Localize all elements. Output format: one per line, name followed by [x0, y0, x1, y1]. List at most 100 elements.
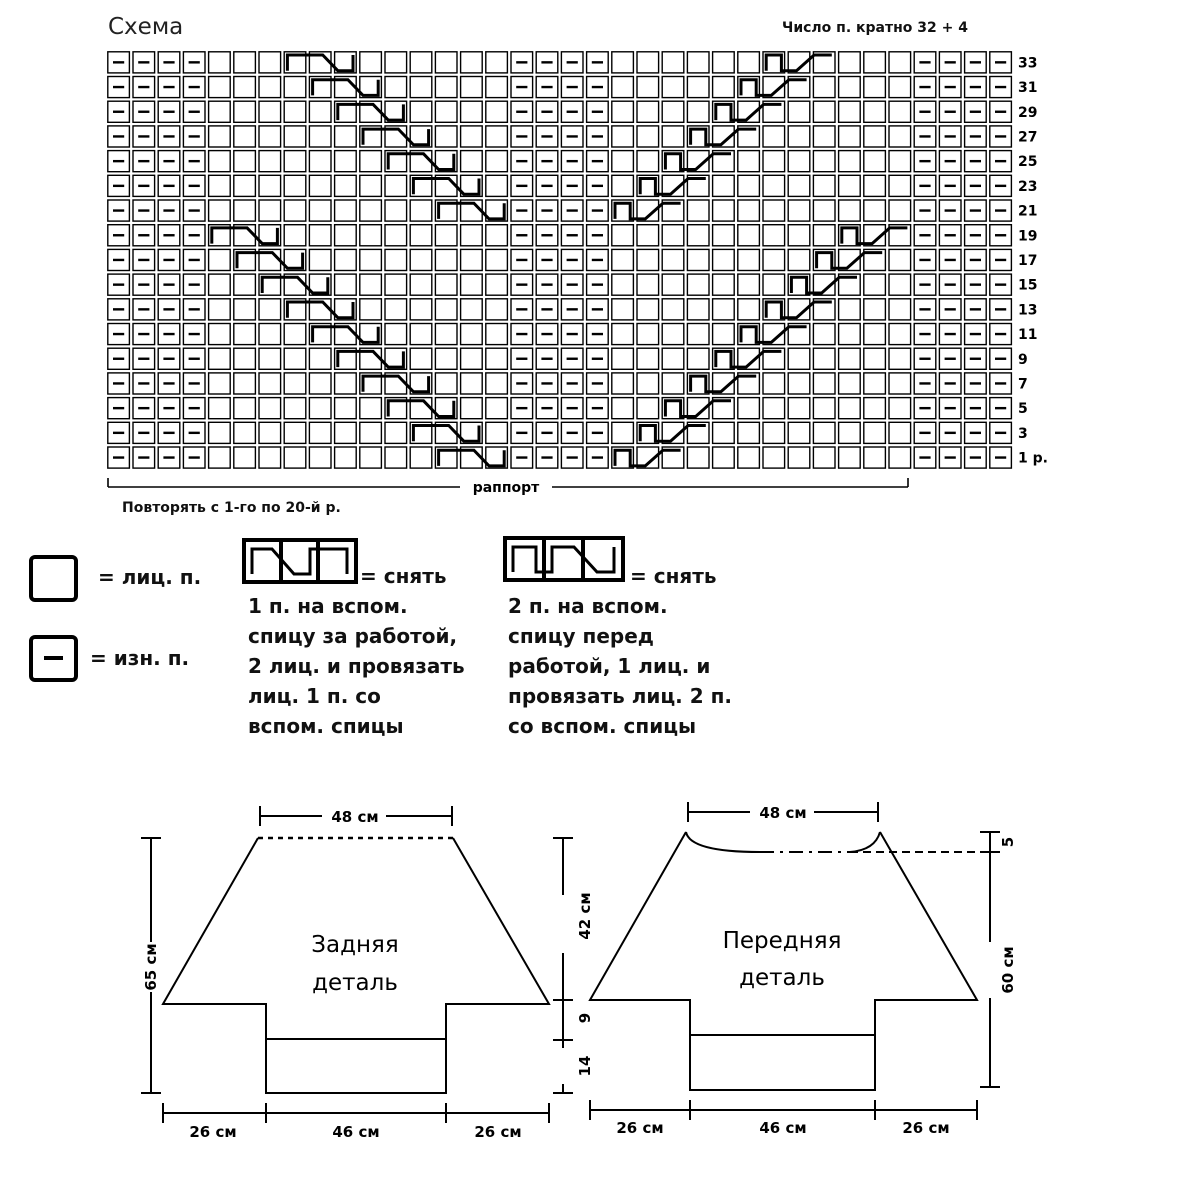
knit-cell: [459, 51, 483, 74]
knit-cell: [812, 446, 836, 469]
knit-cell: [434, 322, 458, 346]
knit-cell: [258, 100, 282, 123]
cable-symbol: [689, 127, 757, 147]
knit-cell: [233, 149, 257, 173]
knit-cell: [485, 322, 509, 346]
purl-cell: [963, 149, 987, 173]
purl-cell: [157, 347, 181, 371]
knit-cell: [661, 223, 685, 247]
knit-cell: [283, 51, 307, 74]
knit-cell: [409, 174, 433, 198]
knit-cell: [762, 100, 786, 123]
knit-cell: [207, 273, 231, 296]
purl-cell: [989, 100, 1013, 123]
purl-legend-text: = изн. п.: [90, 646, 190, 670]
knit-cell: [611, 322, 635, 346]
stitch-multiple-note: Число п. кратно 32 + 4: [782, 20, 968, 36]
purl-cell: [132, 51, 156, 74]
knit-cell: [459, 273, 483, 296]
knit-cell: [258, 199, 282, 222]
purl-cell: [989, 347, 1013, 371]
purl-cell: [107, 372, 131, 395]
purl-cell: [157, 322, 181, 346]
row-label: 3: [1018, 426, 1028, 442]
knit-cell: [207, 372, 231, 395]
knit-cell: [333, 149, 357, 173]
knit-cell: [485, 174, 509, 198]
knit-cell: [737, 298, 761, 321]
knit-cell: [686, 199, 710, 222]
knit-cell: [384, 149, 408, 173]
knit-cell: [762, 248, 786, 272]
row-label: 33: [1018, 55, 1037, 71]
back-top-width: 48 см: [331, 808, 378, 826]
knit-cell: [258, 51, 282, 74]
knit-cell: [384, 223, 408, 247]
knit-cell: [333, 100, 357, 123]
knit-cell: [308, 273, 332, 296]
cable-symbol: [361, 374, 431, 394]
knit-cell: [812, 248, 836, 272]
row-label: 29: [1018, 105, 1037, 121]
knit-cell: [308, 347, 332, 371]
knit-cell: [762, 199, 786, 222]
cable-symbol: [638, 424, 706, 443]
purl-cell: [913, 223, 937, 247]
knit-cell: [787, 273, 811, 296]
knit-cell: [258, 322, 282, 346]
purl-cell: [913, 372, 937, 395]
knit-cell: [636, 322, 660, 346]
purl-cell: [510, 51, 534, 74]
purl-cell: [107, 125, 131, 148]
knit-cell: [737, 248, 761, 272]
front-height: 60 см: [999, 946, 1017, 993]
knit-cell: [409, 347, 433, 371]
purl-cell: [938, 347, 962, 371]
knit-cell: [233, 100, 257, 123]
knit-cell: [485, 248, 509, 272]
knit-cell: [636, 372, 660, 395]
purl-cell: [938, 100, 962, 123]
knit-cell: [207, 396, 231, 420]
knit-cell: [686, 100, 710, 123]
knit-cell: [207, 75, 231, 99]
knit-legend-text: = лиц. п.: [98, 565, 202, 589]
knit-cell: [384, 347, 408, 371]
knit-cell: [611, 125, 635, 148]
back-middle-width: 46 см: [332, 1123, 379, 1141]
knit-cell: [762, 273, 786, 296]
knit-cell: [888, 125, 912, 148]
legend-symbols: [29, 536, 625, 682]
knit-cell: [308, 421, 332, 445]
knit-cell: [888, 421, 912, 445]
knit-cell: [812, 51, 836, 74]
knit-cell: [863, 125, 887, 148]
knit-cell: [661, 125, 685, 148]
purl-cell: [989, 421, 1013, 445]
purl-cell: [585, 372, 609, 395]
knit-cell: [711, 100, 735, 123]
purl-cell: [132, 75, 156, 99]
knit-cell: [737, 51, 761, 74]
row-label: 21: [1018, 204, 1037, 220]
purl-cell: [963, 273, 987, 296]
knit-cell: [283, 174, 307, 198]
purl-cell: [913, 322, 937, 346]
knit-cell: [409, 322, 433, 346]
purl-cell: [585, 100, 609, 123]
knit-cell: [384, 51, 408, 74]
purl-cell: [510, 273, 534, 296]
knit-cell: [409, 421, 433, 445]
knit-cell: [762, 298, 786, 321]
knit-cell: [686, 174, 710, 198]
purl-cell: [132, 372, 156, 395]
purl-cell: [510, 372, 534, 395]
purl-cell: [963, 100, 987, 123]
knit-cell: [359, 199, 383, 222]
knit-cell: [636, 51, 660, 74]
cable-symbol: [739, 325, 807, 344]
purl-cell: [132, 322, 156, 346]
purl-cell: [107, 347, 131, 371]
knit-cell: [233, 51, 257, 74]
purl-cell: [963, 125, 987, 148]
